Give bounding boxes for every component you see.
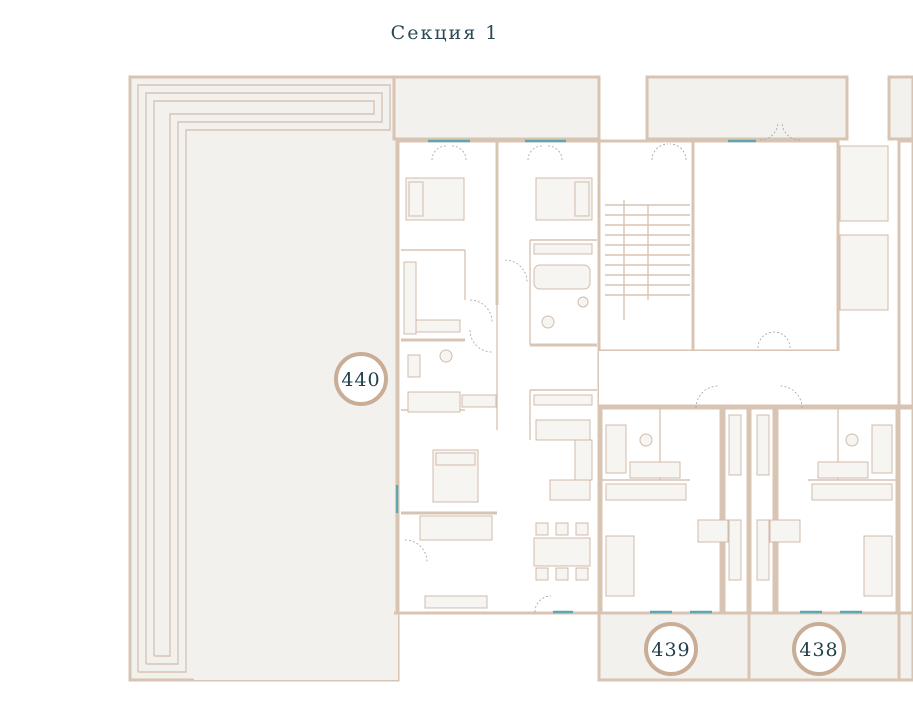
- apartment-439-plan: [599, 385, 750, 615]
- unit-439-badge[interactable]: 439: [644, 622, 698, 676]
- unit-438-label: 438: [799, 639, 838, 661]
- unit-439-label: 439: [651, 639, 690, 661]
- unit-440-label: 440: [341, 369, 380, 391]
- unit-438-badge[interactable]: 438: [792, 622, 846, 676]
- unit-438-circle: [792, 622, 846, 676]
- balcony-top: [392, 75, 601, 141]
- unit-440-circle: [334, 352, 388, 406]
- apartment-438-plan: [748, 139, 913, 615]
- unit-439-circle: [644, 622, 698, 676]
- apartment-440-plan: [395, 139, 601, 615]
- unit-440-badge[interactable]: 440: [334, 352, 388, 406]
- corridor: [599, 351, 913, 406]
- balcony-top-3: [887, 75, 913, 141]
- stair-core: [597, 121, 889, 353]
- section-title: Секция 1: [390, 22, 500, 44]
- balcony-top-2: [645, 75, 849, 141]
